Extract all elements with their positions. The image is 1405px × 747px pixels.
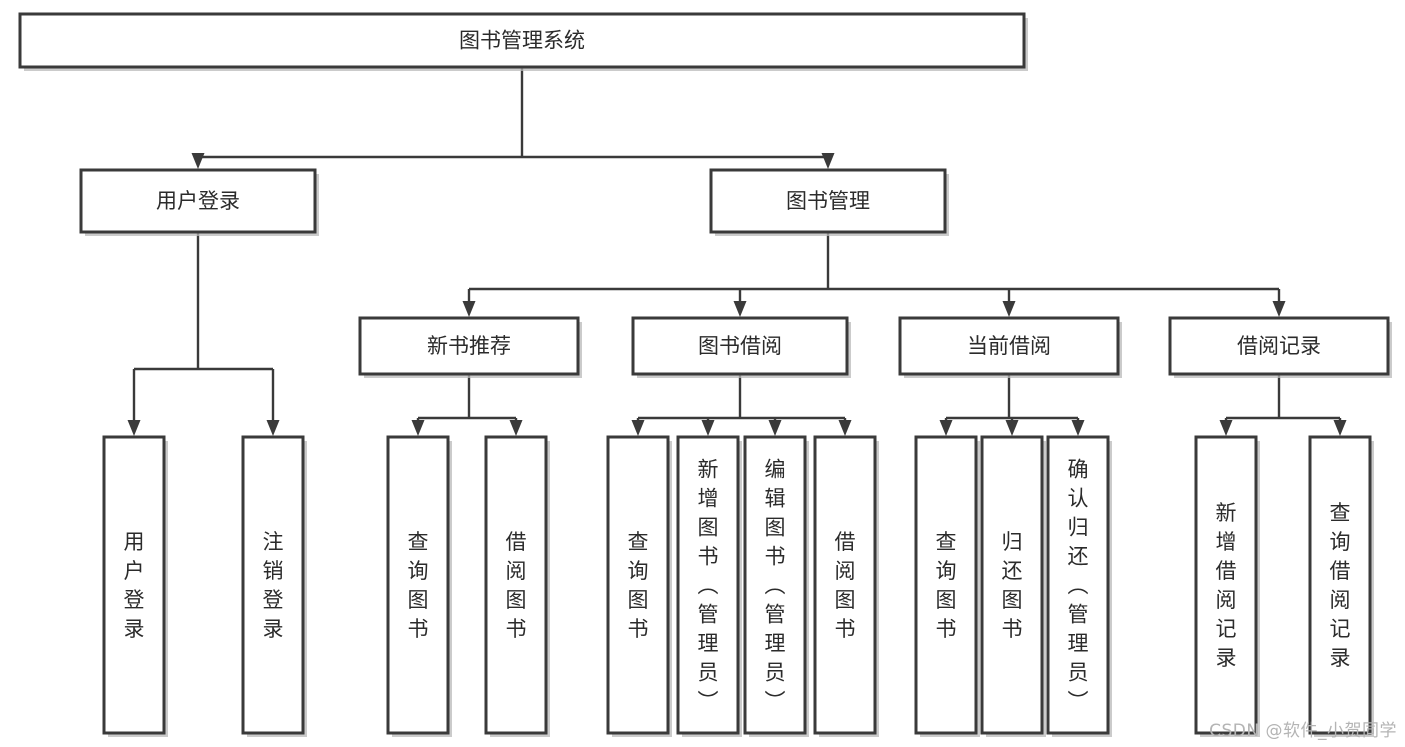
node-leaf-query-book-2[interactable]: 查询图书 [606,435,672,737]
node-label: 图书管理系统 [459,29,585,53]
arrow-head-icon [1333,420,1347,436]
node-leaf-user-login[interactable]: 用户登录 [102,435,168,737]
node-box [1194,435,1258,735]
node-label: 借阅图书 [835,530,856,641]
node-label: 确认归还︵管理员︶ [1068,458,1089,714]
node-box [709,168,947,234]
node-box [606,435,670,735]
node-root[interactable]: 图书管理系统 [18,12,1028,71]
arrow-head-icon [1071,420,1085,436]
node-box [914,435,978,735]
node-box [1168,316,1390,376]
node-label: 编辑图书︵管理员︶ [765,458,786,714]
node-leaf-add-book[interactable]: 新增图书︵管理员︶ [676,435,742,737]
node-box [102,435,166,735]
arrow-head-icon [838,420,852,436]
arrow-head-icon [939,420,953,436]
node-label: 当前借阅 [967,334,1051,358]
node-label: 新增图书︵管理员︶ [698,458,719,714]
node-user-login[interactable]: 用户登录 [79,168,319,236]
node-label: 用户登录 [124,530,145,641]
node-box [18,12,1026,69]
node-borrow-record[interactable]: 借阅记录 [1168,316,1392,378]
arrow-head-icon [266,420,280,436]
node-label: 借阅记录 [1237,334,1321,358]
node-box [241,435,305,735]
node-leaf-user-logout[interactable]: 注销登录 [241,435,307,737]
arrow-head-icon [462,301,476,317]
node-new-book-recommend[interactable]: 新书推荐 [358,316,582,378]
arrow-head-icon [1219,420,1233,436]
node-label: 借阅图书 [506,530,527,641]
node-label: 注销登录 [263,530,284,641]
arrow-head-icon [768,420,782,436]
node-box [898,316,1120,376]
node-label: 新增借阅记录 [1216,501,1237,670]
node-leaf-return-book[interactable]: 归还图书 [980,435,1046,737]
node-leaf-query-book-1[interactable]: 查询图书 [386,435,452,737]
arrow-head-icon [631,420,645,436]
node-box [386,435,450,735]
arrow-head-icon [1272,301,1286,317]
node-book-borrow[interactable]: 图书借阅 [631,316,851,378]
connector-layer [127,67,1347,436]
node-leaf-confirm-return[interactable]: 确认归还︵管理员︶ [1046,435,1112,737]
node-label: 查询图书 [936,530,957,641]
node-book-manage[interactable]: 图书管理 [709,168,949,236]
node-box [1308,435,1372,735]
node-label: 新书推荐 [427,334,511,358]
arrow-head-icon [509,420,523,436]
node-label: 查询图书 [408,530,429,641]
node-box [743,435,807,735]
node-box [980,435,1044,735]
node-leaf-add-record[interactable]: 新增借阅记录 [1194,435,1260,737]
arrow-head-icon [733,301,747,317]
node-label: 归还图书 [1002,530,1023,641]
node-label: 查询图书 [628,530,649,641]
node-current-borrow[interactable]: 当前借阅 [898,316,1122,378]
node-leaf-query-record[interactable]: 查询借阅记录 [1308,435,1374,737]
node-box [676,435,740,735]
arrow-head-icon [127,420,141,436]
node-leaf-borrow-book-2[interactable]: 借阅图书 [813,435,879,737]
node-leaf-borrow-book-1[interactable]: 借阅图书 [484,435,550,737]
node-label: 用户登录 [156,189,240,213]
node-label: 查询借阅记录 [1330,501,1351,670]
arrow-head-icon [1005,420,1019,436]
node-leaf-query-book-3[interactable]: 查询图书 [914,435,980,737]
node-box [79,168,317,234]
arrow-head-icon [701,420,715,436]
node-box [813,435,877,735]
node-leaf-edit-book[interactable]: 编辑图书︵管理员︶ [743,435,809,737]
node-layer: 图书管理系统用户登录图书管理新书推荐图书借阅当前借阅借阅记录用户登录注销登录查询… [18,12,1392,737]
node-label: 图书管理 [786,189,870,213]
arrow-head-icon [411,420,425,436]
node-box [631,316,849,376]
node-box [358,316,580,376]
node-box [1046,435,1110,735]
arrow-head-icon [1002,301,1016,317]
node-box [484,435,548,735]
node-label: 图书借阅 [698,334,782,358]
arrow-head-icon [821,153,835,169]
arrow-head-icon [191,153,205,169]
